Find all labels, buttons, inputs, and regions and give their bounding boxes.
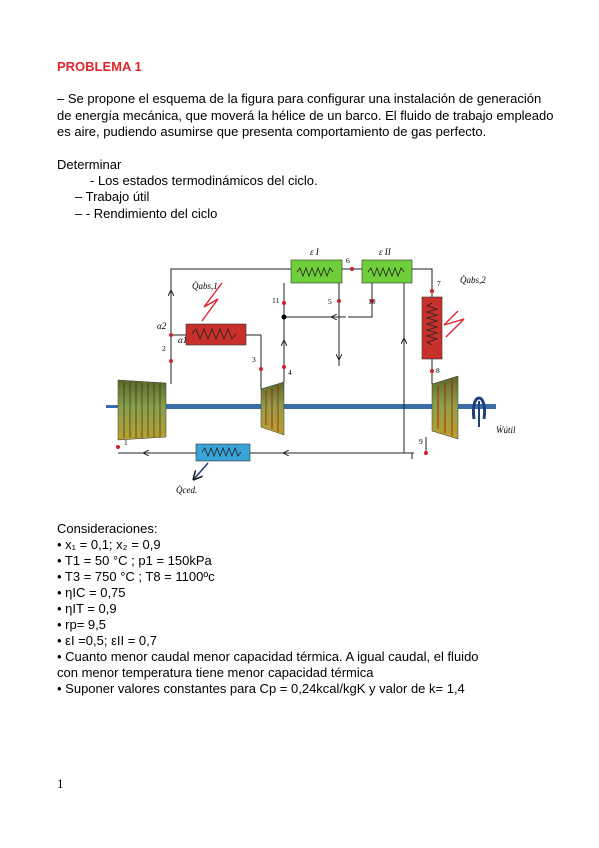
heat-out-icon — [194, 462, 209, 479]
consideration-item: • ηIT = 0,9 — [57, 601, 117, 616]
state-8: 8 — [436, 366, 440, 375]
consideration-item: con menor temperatura tiene menor capaci… — [57, 665, 374, 680]
state-9: 9 — [419, 437, 423, 446]
label-q-abs-1: Q̇abs,1 — [192, 281, 218, 291]
label-alpha-2: α2 — [157, 321, 167, 331]
state-10: 10 — [368, 297, 376, 306]
consideration-item: • ηIC = 0,75 — [57, 585, 126, 600]
problem-statement: – Se propone el esquema de la figura par… — [57, 91, 554, 139]
state-1: 1 — [124, 438, 128, 447]
state-4: 4 — [288, 368, 292, 377]
state-5: 5 — [328, 297, 332, 306]
compressor — [117, 379, 167, 441]
determine-item: – Trabajo útil — [75, 189, 150, 204]
turbine-2 — [431, 375, 459, 440]
propeller-icon — [471, 396, 487, 427]
cycle-diagram: 1 2 3 4 5 6 7 8 9 10 11 Q̇abs,1 Q̇abs,2 … — [96, 241, 542, 503]
state-6: 6 — [346, 256, 350, 265]
heat-in-1-icon — [201, 282, 223, 322]
label-w-util: Ẇútil — [496, 425, 516, 435]
state-2: 2 — [162, 344, 166, 353]
heater-2 — [421, 296, 443, 360]
consideration-item: • x₁ = 0,1; x₂ = 0,9 — [57, 537, 161, 552]
label-eps-2: ε II — [379, 247, 392, 257]
turbine-1 — [260, 381, 285, 436]
label-q-ced: Q̇ced. — [176, 485, 197, 495]
heater-1 — [185, 323, 247, 346]
label-q-abs-2: Q̇abs,2 — [460, 275, 486, 285]
problem-title: PROBLEMA 1 — [57, 59, 142, 74]
cooler — [195, 443, 251, 462]
shaft — [118, 404, 496, 409]
regenerator-2 — [361, 259, 413, 284]
consideration-item: • Cuanto menor caudal menor capacidad té… — [57, 649, 479, 664]
label-eps-1: ε I — [310, 247, 320, 257]
label-alpha-1: α1 — [178, 335, 187, 345]
consideration-item: • εI =0,5; εII = 0,7 — [57, 633, 157, 648]
state-11: 11 — [272, 296, 279, 305]
determine-label: Determinar — [57, 157, 122, 172]
consideration-item: • Suponer valores constantes para Cp = 0… — [57, 681, 465, 696]
regenerator-1 — [290, 259, 343, 284]
determine-item: - Los estados termodinámicos del ciclo. — [90, 173, 318, 188]
state-7: 7 — [437, 279, 441, 288]
considerations-title: Consideraciones: — [57, 521, 158, 536]
consideration-item: • rp= 9,5 — [57, 617, 106, 632]
junction-node — [281, 314, 287, 320]
state-3: 3 — [252, 355, 256, 364]
determine-item: – - Rendimiento del ciclo — [75, 206, 218, 221]
heat-in-2-icon — [443, 310, 465, 338]
consideration-item: • T1 = 50 °C ; p1 = 150kPa — [57, 553, 212, 568]
consideration-item: • T3 = 750 °C ; T8 = 1100ºc — [57, 569, 215, 584]
page-number: 1 — [57, 776, 64, 791]
